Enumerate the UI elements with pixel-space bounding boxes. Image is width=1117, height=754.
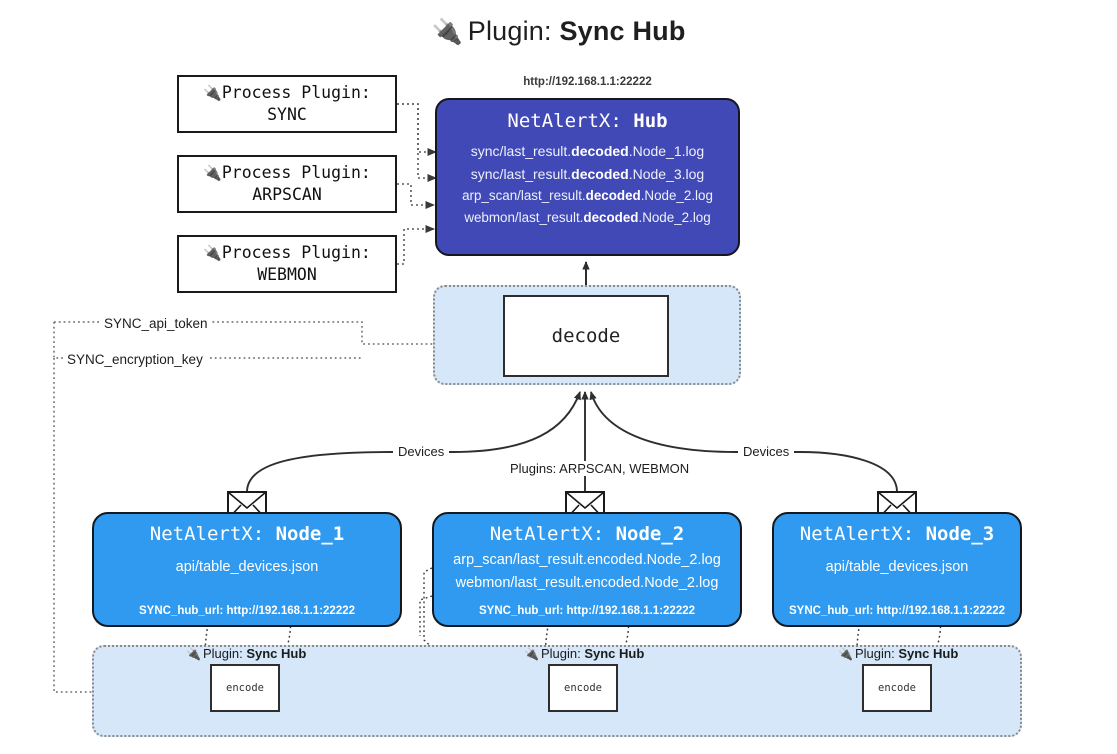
node-title: NetAlertX: Node_3 — [800, 523, 994, 545]
encode-box-1[interactable]: encode — [210, 664, 280, 712]
hub-title-prefix: NetAlertX: — [507, 110, 634, 132]
log-strong: decoded — [583, 210, 639, 226]
node-resource-line: arp_scan/last_result.encoded.Node_2.log — [453, 552, 721, 568]
plug-icon: 🔌 — [838, 647, 853, 661]
encode-box-2[interactable]: encode — [548, 664, 618, 712]
plug-icon: 🔌 — [203, 163, 222, 182]
hub-log-line: arp_scan/last_result.decoded.Node_2.log — [462, 185, 713, 207]
node-title-prefix: NetAlertX: — [149, 523, 276, 545]
process-plugin-name: WEBMON — [257, 265, 317, 284]
node-to-decode-edges — [246, 391, 898, 493]
node-title-name: Node_1 — [275, 523, 345, 545]
token-routes — [53, 321, 496, 696]
log-pre: sync/last_result. — [470, 165, 572, 182]
node-hub-url-footer: SYNC_hub_url: http://192.168.1.1:22222 — [138, 605, 356, 617]
encode-caption-prefix: Plugin: — [854, 646, 899, 661]
node-title-name: Node_2 — [615, 523, 685, 545]
encode-box-3[interactable]: encode — [862, 664, 932, 712]
encode-caption-name: Sync Hub — [246, 646, 307, 661]
log-strong: decoded — [585, 188, 641, 204]
process-plugin-label: Process Plugin: — [221, 162, 371, 182]
encode-caption-name: Sync Hub — [898, 646, 959, 661]
node-hub-url-footer: SYNC_hub_url: http://192.168.1.1:22222 — [478, 605, 696, 617]
log-pre: sync/last_result. — [470, 143, 572, 159]
hub-log-line: sync/last_result.decoded.Node_1.log — [471, 140, 704, 163]
process-plugin-label: Process Plugin: — [221, 242, 371, 262]
node-title-name: Node_3 — [925, 523, 995, 545]
encode-caption-prefix: Plugin: — [540, 646, 585, 661]
plugin-to-hub-connectors — [397, 103, 437, 265]
plug-icon: 🔌 — [431, 18, 463, 46]
hub-title-name: Hub — [633, 110, 668, 132]
node-box-node-2[interactable]: NetAlertX: Node_2 arp_scan/last_result.e… — [432, 512, 742, 627]
node-title-prefix: NetAlertX: — [799, 523, 926, 545]
node-title: NetAlertX: Node_1 — [150, 523, 344, 545]
process-plugin-label: Process Plugin: — [221, 82, 371, 102]
log-post: .Node_2.log — [640, 188, 713, 204]
log-pre: webmon/last_result. — [464, 210, 584, 226]
encode-plugin-caption-2: 🔌Plugin: Sync Hub — [524, 646, 644, 661]
hub-title: NetAlertX: Hub — [507, 110, 667, 132]
hub-url-label: http://192.168.1.1:22222 — [523, 76, 652, 88]
log-post: .Node_2.log — [638, 210, 711, 226]
node-box-node-1[interactable]: NetAlertX: Node_1 api/table_devices.json… — [92, 512, 402, 627]
page-title: 🔌Plugin: Sync Hub — [0, 16, 1117, 47]
log-strong: decoded — [571, 143, 629, 159]
process-plugin-box-sync[interactable]: 🔌Process Plugin: SYNC — [177, 75, 397, 133]
node-resource-line: webmon/last_result.encoded.Node_2.log — [455, 575, 719, 591]
edge-label-devices-right: Devices — [738, 444, 795, 459]
sync-encryption-key-label: SYNC_encryption_key — [63, 352, 207, 367]
encode-caption-prefix: Plugin: — [202, 646, 247, 661]
node-box-node-3[interactable]: NetAlertX: Node_3 api/table_devices.json… — [772, 512, 1022, 627]
hub-log-line: sync/last_result.decoded.Node_3.log — [471, 163, 704, 186]
process-plugin-box-webmon[interactable]: 🔌Process Plugin: WEBMON — [177, 235, 397, 293]
hub-log-line: webmon/last_result.decoded.Node_2.log — [464, 207, 710, 229]
process-plugin-name: ARPSCAN — [252, 185, 322, 204]
log-post: .Node_1.log — [628, 143, 705, 159]
node-hub-url-footer: SYNC_hub_url: http://192.168.1.1:22222 — [788, 605, 1006, 617]
encode-plugin-caption-3: 🔌Plugin: Sync Hub — [838, 646, 958, 661]
plug-icon: 🔌 — [524, 647, 539, 661]
log-post: .Node_3.log — [628, 165, 705, 182]
sync-api-token-label: SYNC_api_token — [100, 316, 212, 331]
process-plugin-box-arpscan[interactable]: 🔌Process Plugin: ARPSCAN — [177, 155, 397, 213]
process-plugin-name: SYNC — [267, 105, 307, 124]
page-title-prefix: Plugin: — [467, 16, 560, 46]
plug-icon: 🔌 — [203, 83, 222, 102]
node-title-prefix: NetAlertX: — [489, 523, 616, 545]
node-title: NetAlertX: Node_2 — [490, 523, 684, 545]
plug-icon: 🔌 — [186, 647, 201, 661]
encode-caption-name: Sync Hub — [584, 646, 645, 661]
encode-plugin-caption-1: 🔌Plugin: Sync Hub — [186, 646, 306, 661]
log-pre: arp_scan/last_result. — [462, 188, 586, 204]
hub-node-box[interactable]: NetAlertX: Hub sync/last_result.decoded.… — [435, 98, 740, 256]
plug-icon: 🔌 — [203, 243, 222, 262]
page-title-name: Sync Hub — [559, 16, 686, 46]
edge-label-devices-left: Devices — [393, 444, 450, 459]
node-resource-line: api/table_devices.json — [825, 559, 969, 575]
log-strong: decoded — [571, 165, 629, 182]
edge-label-plugins: Plugins: ARPSCAN, WEBMON — [505, 461, 695, 476]
node-resource-line: api/table_devices.json — [175, 559, 319, 575]
decode-box[interactable]: decode — [503, 295, 669, 377]
